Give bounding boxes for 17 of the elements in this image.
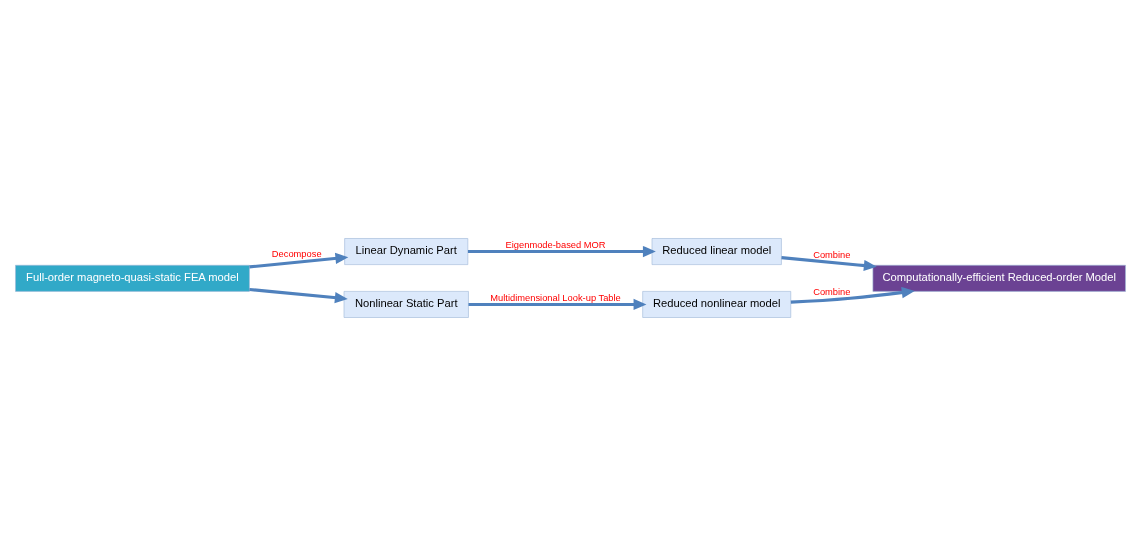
arrow <box>781 255 877 271</box>
node-box: Reduced nonlinear model <box>642 290 792 318</box>
node-box: Computationally-efficient Reduced-order Model <box>872 264 1126 292</box>
edge-label: Combine <box>813 286 851 297</box>
node-box: Nonlinear Static Part <box>343 290 469 318</box>
arrow <box>468 298 647 310</box>
node-box: Full-order magneto-quasi-static FEA model <box>15 264 250 292</box>
arrow <box>249 287 348 303</box>
node-box: Linear Dynamic Part <box>344 237 469 265</box>
edge-label: Decompose <box>271 248 322 259</box>
arrow <box>249 252 349 268</box>
arrow <box>467 245 656 257</box>
node-box: Reduced linear model <box>651 237 782 265</box>
edge-label: Multidimensional Look-up Table <box>490 292 621 303</box>
edge-label: Eigenmode-based MOR <box>505 239 606 250</box>
arrow <box>790 286 915 304</box>
edge-label: Combine <box>813 249 851 260</box>
